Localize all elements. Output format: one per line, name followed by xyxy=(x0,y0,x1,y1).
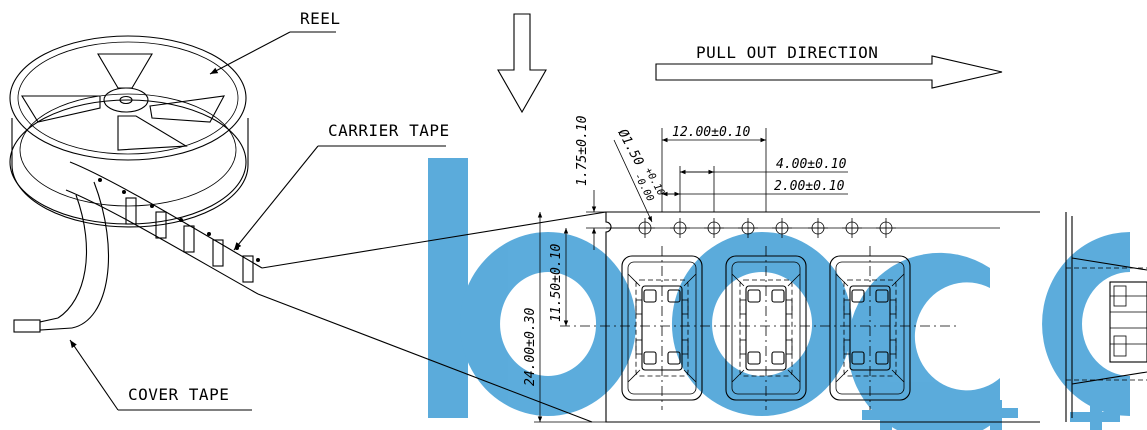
cover-tape-label: COVER TAPE xyxy=(128,385,229,404)
dim-pitch-2: 2.00±0.10 xyxy=(774,179,845,194)
reel-label-group: REEL xyxy=(209,9,341,75)
dim-hole-to-center: 11.50±0.10 xyxy=(549,244,564,322)
carrier-tape-label-group: CARRIER TAPE xyxy=(233,121,450,251)
sprocket-hole xyxy=(842,218,862,238)
component-pocket xyxy=(725,246,807,410)
dimension-lines xyxy=(534,128,848,423)
component-pocket xyxy=(829,246,911,410)
dim-edge-to-hole: 1.75±0.10 xyxy=(575,115,590,186)
dim-sprocket-pitch: 12.00±0.10 xyxy=(672,125,750,140)
reel-side-view xyxy=(1065,212,1147,422)
pull-out-direction-label: PULL OUT DIRECTION xyxy=(696,43,878,62)
sprocket-hole xyxy=(808,218,828,238)
dim-pitch-4: 4.00±0.10 xyxy=(776,157,847,172)
cover-tape-label-group: COVER TAPE xyxy=(69,339,252,411)
reel-label: REEL xyxy=(300,9,341,28)
dim-tape-width: 24.00±0.30 xyxy=(523,308,538,386)
sprocket-hole xyxy=(704,218,724,238)
carrier-tape-detail xyxy=(560,211,1040,423)
down-feed-arrow xyxy=(497,13,547,114)
dim-hole-diameter: Ø1.50 xyxy=(614,127,646,169)
watermark-logo xyxy=(428,158,1130,430)
sprocket-hole xyxy=(738,218,758,238)
reel-illustration xyxy=(9,35,607,423)
component-pocket xyxy=(621,246,703,410)
carrier-tape-label: CARRIER TAPE xyxy=(328,121,450,140)
sprocket-hole xyxy=(772,218,792,238)
pull-out-arrow: PULL OUT DIRECTION xyxy=(655,43,1003,89)
sprocket-hole xyxy=(876,218,896,238)
sprocket-hole xyxy=(670,218,690,238)
